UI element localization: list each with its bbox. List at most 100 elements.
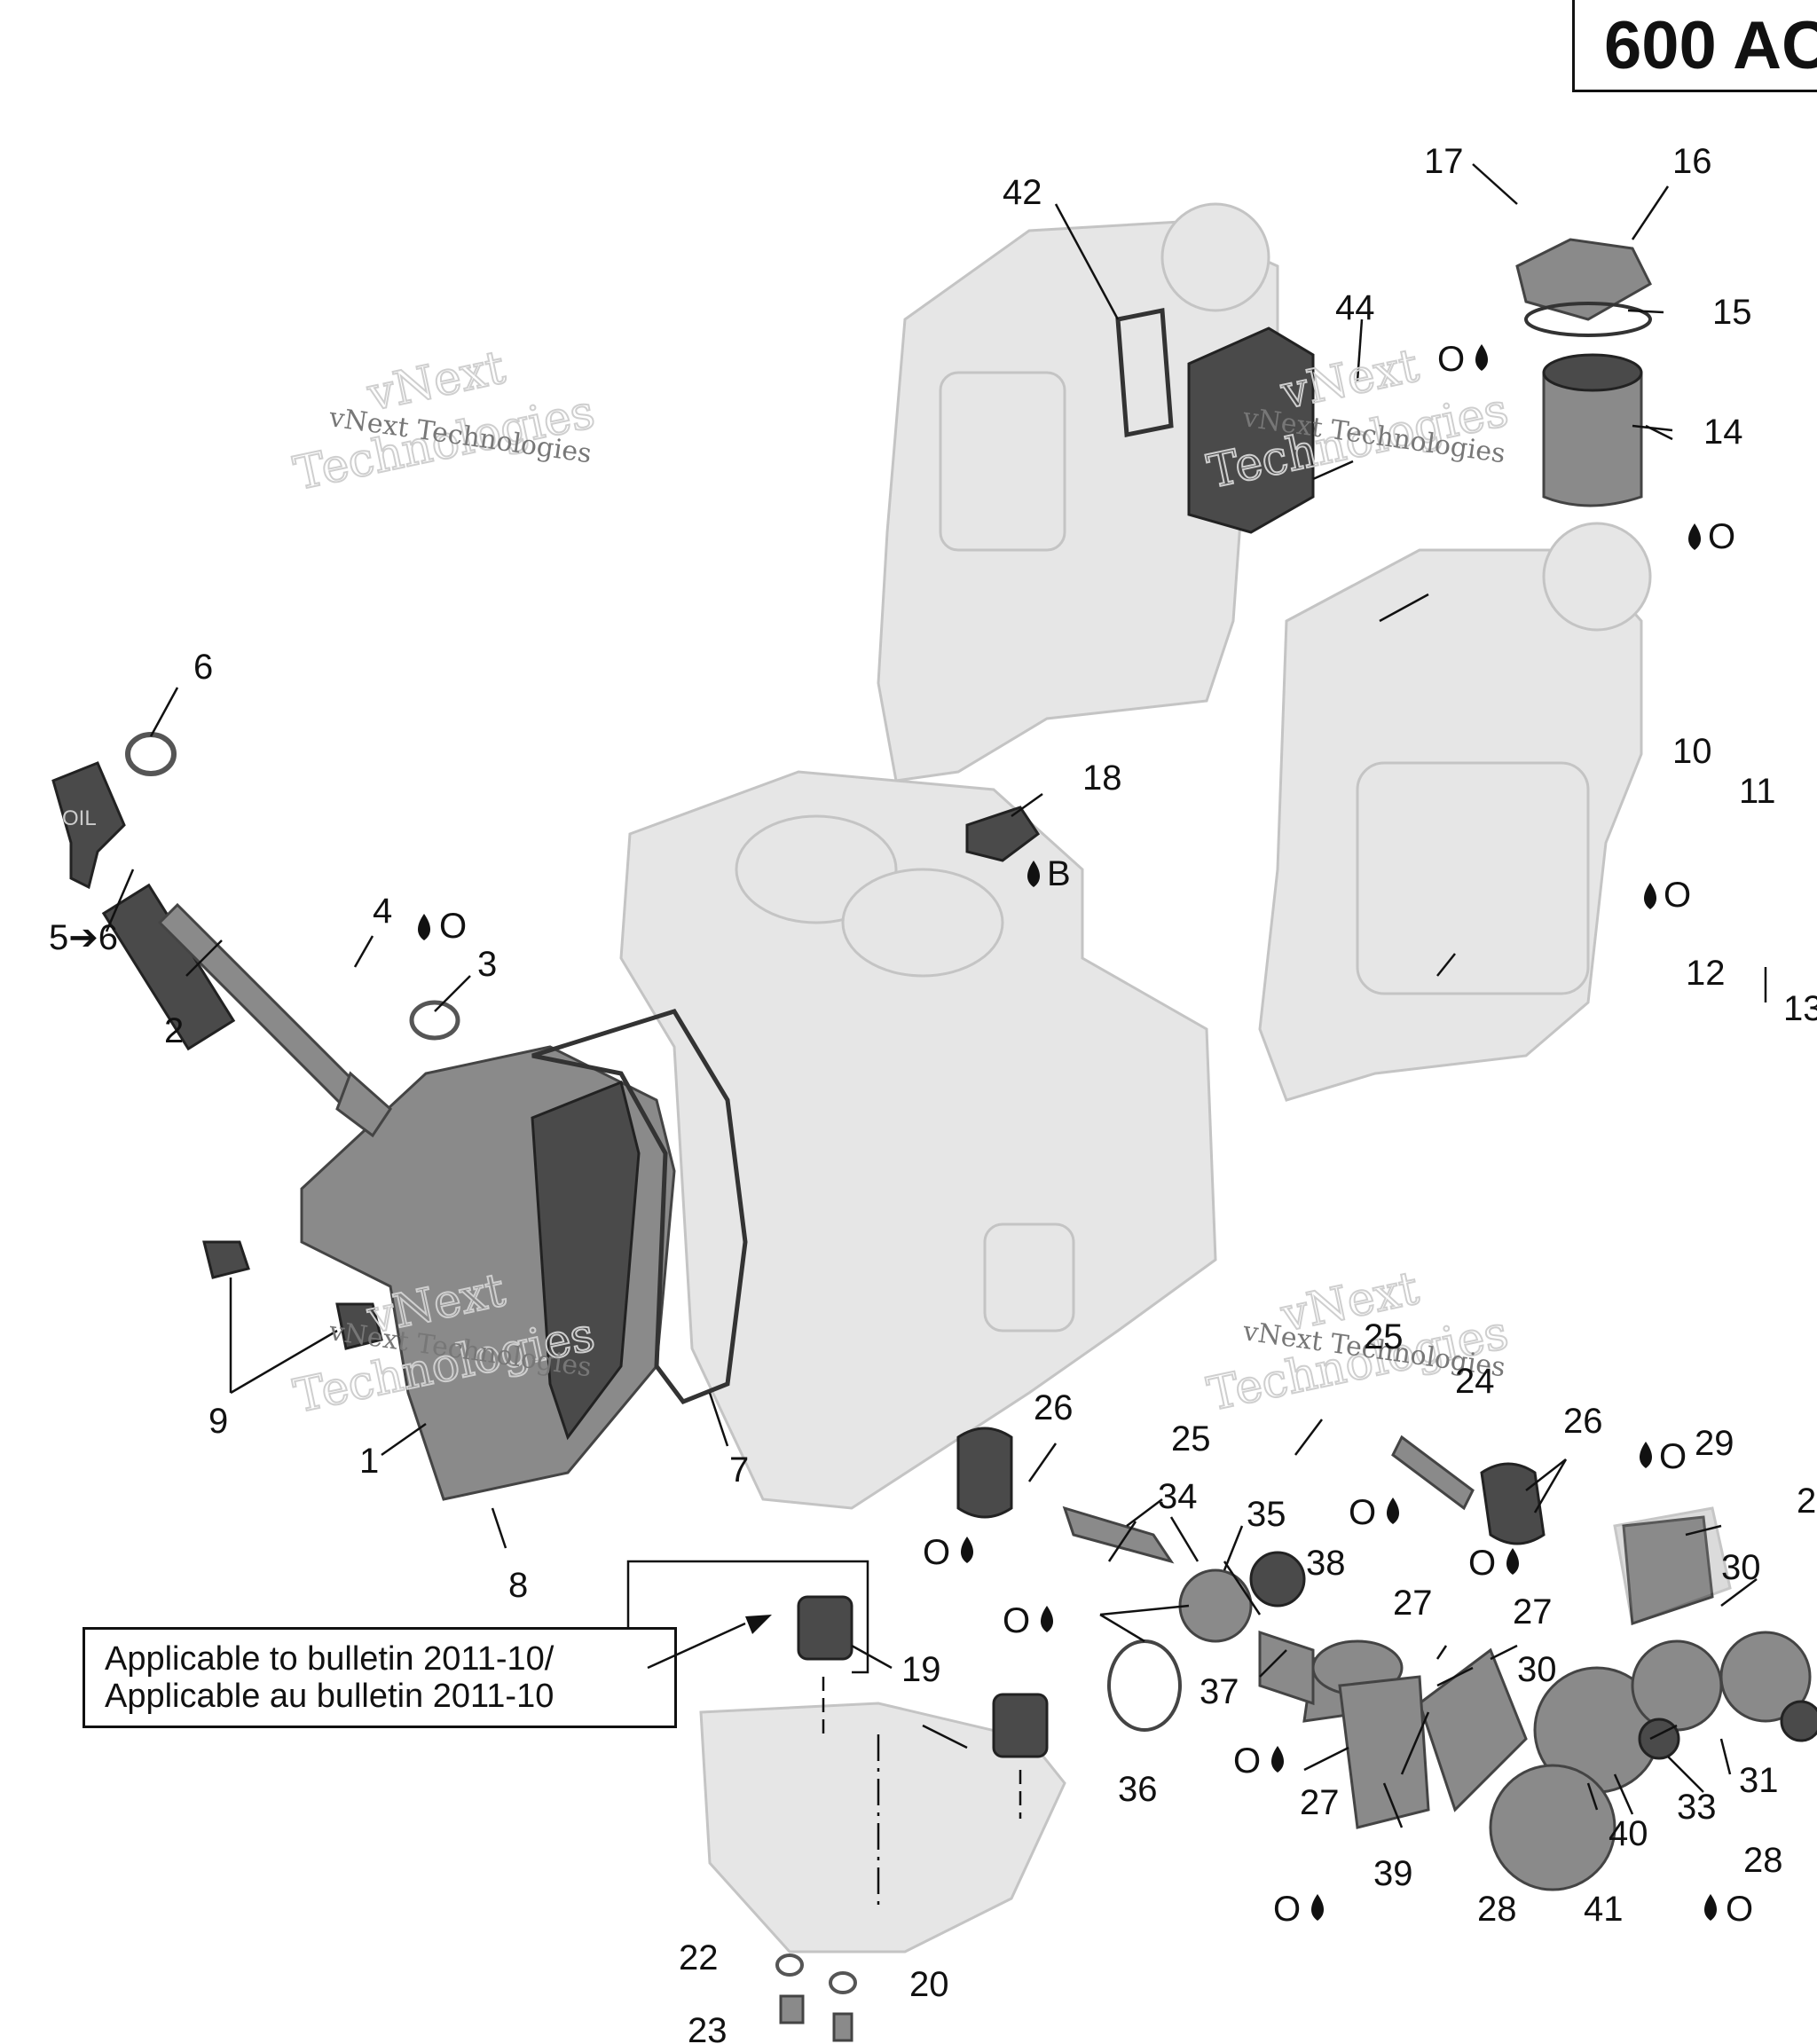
engine-housing-top [877, 202, 1279, 782]
page-title: 600 AC [1604, 8, 1817, 83]
callout-label: 17 [1424, 142, 1464, 181]
callout-label: 28 [1477, 1890, 1517, 1929]
callout-label: 27 [1393, 1584, 1433, 1623]
title-box [1572, 0, 1817, 92]
engine-housing-right [1258, 522, 1652, 1102]
bulletin-note: Applicable to bulletin 2011-10/ Applicab… [83, 1627, 677, 1728]
lube-mark: O [923, 1533, 950, 1572]
callout-label: 42 [1003, 173, 1042, 212]
dipstick-cap-text: OIL [62, 806, 97, 830]
lube-marks: O O O B O O O O O O O O O [418, 340, 1753, 1929]
callout-label: 15 [1712, 293, 1752, 332]
callout-label: 40 [1609, 1814, 1648, 1853]
oil-drop-icon [1644, 883, 1656, 909]
callout-label: 6 [193, 648, 213, 687]
lube-mark: O [1468, 1544, 1496, 1583]
lube-mark: O [1664, 876, 1691, 915]
callout-label: 10 [1672, 732, 1712, 771]
callout-label: 5➔6 [49, 918, 118, 957]
callout-label: 37 [1200, 1672, 1239, 1711]
callout-label: 9 [208, 1402, 228, 1441]
strainer-19 [797, 1595, 1049, 1758]
callout-label: 13 [1783, 989, 1817, 1028]
callout-label: 11 [1739, 772, 1776, 811]
callout-label: 25 [1171, 1419, 1211, 1458]
oil-drop-icon [1271, 1746, 1284, 1773]
lube-mark: O [1708, 517, 1735, 556]
callout-label: 26 [1034, 1388, 1074, 1427]
leader-lines [105, 163, 1767, 1828]
o-ring-3 [409, 1000, 460, 1041]
lube-mark: O [1437, 340, 1465, 379]
o-ring-6 [125, 732, 177, 776]
oil-drop-icon [1027, 861, 1040, 887]
cooler-gasket-42 [1115, 307, 1174, 438]
drain-plugs [775, 1954, 857, 2042]
callout-label: 24 [1455, 1362, 1495, 1401]
callout-label: 1 [359, 1442, 379, 1481]
oil-pan [699, 1702, 1066, 1954]
callout-label: 35 [1247, 1495, 1286, 1534]
bulletin-line-1: Applicable to bulletin 2011-10/ [105, 1640, 555, 1678]
callout-label: 29 [1695, 1424, 1734, 1463]
callout-label: 36 [1118, 1770, 1158, 1809]
engine-block [619, 770, 1217, 1510]
callout-label: 18 [1082, 759, 1122, 798]
filter-cover-16 [1515, 238, 1652, 337]
oil-drop-icon [1688, 523, 1701, 550]
oil-drop-icon [418, 914, 430, 940]
oil-drop-icon [1041, 1606, 1053, 1632]
callout-label: 27 [1513, 1592, 1553, 1631]
callout-label: 28 [1743, 1841, 1783, 1880]
callout-label: 7 [729, 1450, 749, 1490]
callout-label: 20 [909, 1965, 949, 2004]
callout-label: 39 [1373, 1854, 1413, 1893]
lube-mark: O [1726, 1890, 1753, 1929]
bulletin-line-2: Applicable au bulletin 2011-10 [105, 1678, 555, 1715]
lube-mark: O [439, 907, 467, 946]
callout-label: 2 [164, 1011, 184, 1050]
callout-label: 30 [1517, 1650, 1557, 1689]
oil-drop-icon [1704, 1894, 1717, 1921]
lube-mark: B [1047, 854, 1071, 893]
pump-components [956, 1427, 1817, 1891]
oil-tank-gasket [531, 1009, 748, 1405]
oil-tank [300, 1045, 676, 1501]
callout-label: 44 [1335, 288, 1375, 327]
callout-label: 19 [901, 1650, 941, 1689]
oil-drop-icon [1506, 1548, 1519, 1575]
callout-label: 41 [1584, 1890, 1624, 1929]
callout-label: 25 [1364, 1317, 1404, 1356]
oil-filter-14 [1542, 353, 1643, 507]
callout-labels: 1 2 3 4 5➔6 6 7 8 9 10 11 12 13 14 15 16… [49, 142, 1817, 2044]
callout-label: 26 [1563, 1402, 1603, 1441]
oil-drop-icon [1640, 1442, 1652, 1468]
callout-label: 34 [1158, 1477, 1198, 1516]
callout-label: 8 [508, 1566, 528, 1605]
callout-label: 22 [679, 1938, 719, 1977]
callout-label: 4 [373, 892, 392, 931]
callout-label: 30 [1721, 1548, 1761, 1587]
watermark-left-top: vNext Technologies [288, 340, 600, 501]
lube-mark: O [1273, 1890, 1301, 1929]
oil-cooler [1187, 326, 1315, 534]
oil-drop-icon [1311, 1894, 1324, 1921]
callout-label: 28 [1797, 1482, 1817, 1521]
bulletin-leader [626, 1560, 1022, 1907]
lube-mark: O [1003, 1601, 1030, 1640]
oil-drop-icon [1475, 344, 1488, 371]
callout-label: 23 [688, 2011, 728, 2044]
plug-9 [202, 1240, 383, 1350]
callout-label: 12 [1686, 954, 1726, 993]
lube-mark: O [1659, 1437, 1687, 1476]
lube-mark: O [1233, 1741, 1261, 1781]
callout-label: 31 [1739, 1761, 1779, 1800]
callout-label: 14 [1703, 413, 1743, 452]
lube-mark: O [1349, 1493, 1376, 1532]
oil-drop-icon [961, 1537, 973, 1563]
callout-label: 27 [1300, 1783, 1340, 1822]
dipstick-cap-label: OIL [62, 806, 97, 830]
oil-drop-icon [1387, 1498, 1399, 1524]
